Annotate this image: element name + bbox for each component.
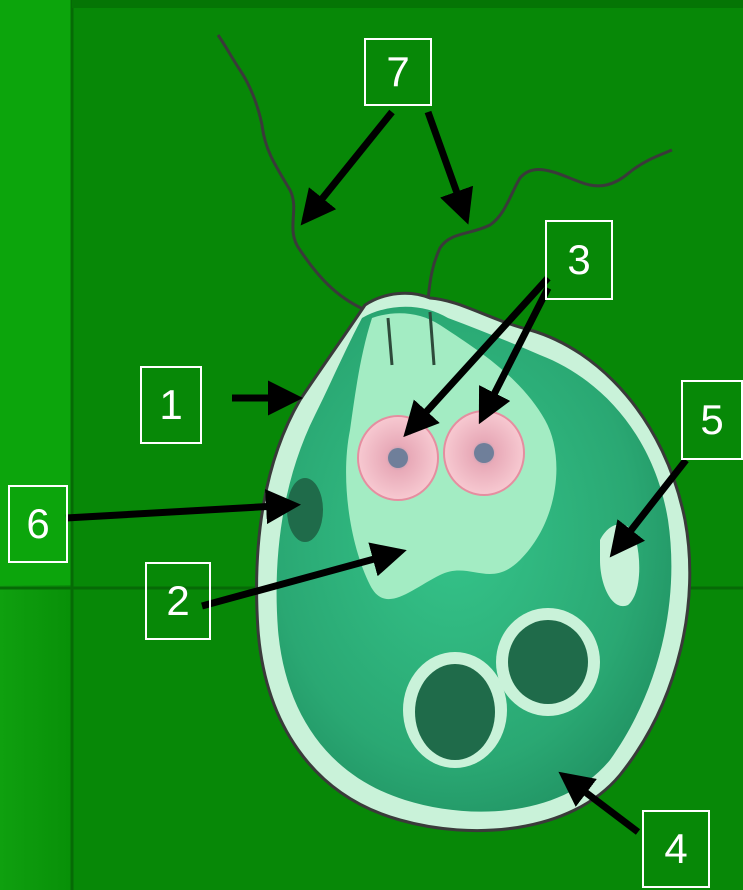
eyespot-right-center (474, 443, 494, 463)
background-top-strip (72, 0, 743, 8)
label-2: 2 (145, 562, 211, 640)
label-4: 4 (642, 810, 710, 888)
label-6: 6 (8, 485, 68, 563)
label-7: 7 (364, 38, 432, 106)
starch-granule-right (496, 608, 600, 716)
eyespot-left-center (388, 448, 408, 468)
starch-granule-left (403, 652, 507, 768)
dark-patch-left (287, 478, 323, 542)
label-1: 1 (140, 366, 202, 444)
label-5: 5 (681, 380, 743, 460)
label-3: 3 (545, 220, 613, 300)
